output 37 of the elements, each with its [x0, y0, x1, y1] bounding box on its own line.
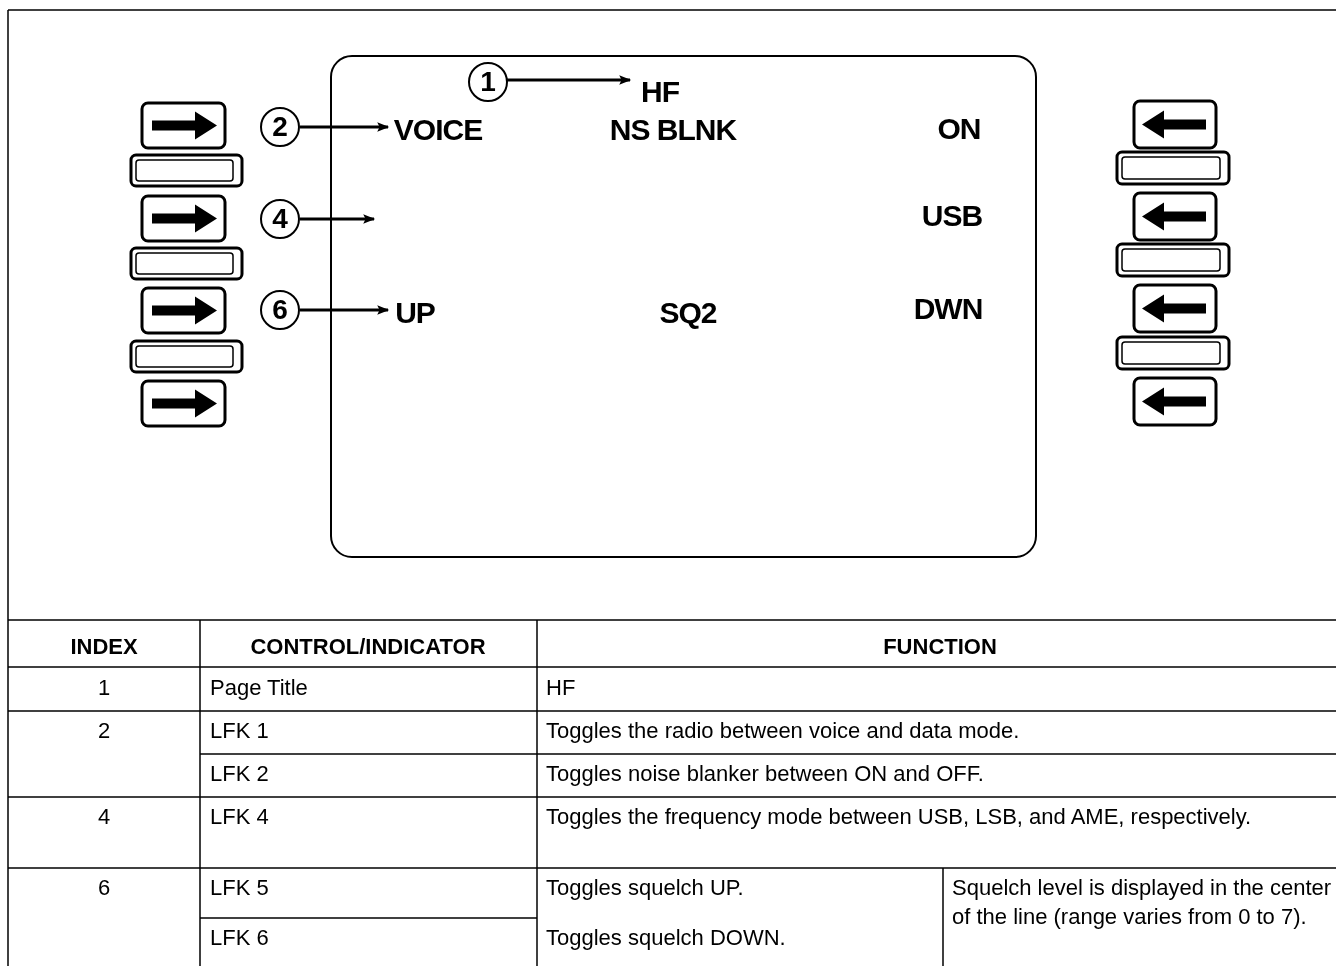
note-text: Squelch level is displayed in the center of the line (range varies from 0 to 7).: [952, 874, 1332, 931]
callout-number: 2: [260, 107, 300, 147]
index-number: 6: [97, 874, 111, 902]
control-name: Page Title: [210, 674, 308, 702]
screen-text: NS BLNK: [608, 112, 738, 148]
leader-arrow: [300, 214, 376, 224]
column-header: CONTROL/INDICATOR: [250, 633, 486, 661]
screen-text: UP: [392, 295, 438, 331]
callout-number: 6: [260, 290, 300, 330]
leader-arrow: [300, 122, 390, 132]
function-text: Toggles the frequency mode between USB, LSB, and AME, respectively.: [546, 803, 1252, 831]
control-name: LFK 1: [210, 717, 269, 745]
index-number: 4: [97, 803, 111, 831]
index-number: 2: [97, 717, 111, 745]
function-text: HF: [546, 674, 576, 702]
screen-text: USB: [920, 198, 984, 234]
screen-text: DWN: [912, 291, 984, 327]
screen-text: HF: [634, 74, 686, 110]
column-header: FUNCTION: [883, 633, 997, 661]
function-text: Toggles noise blanker between ON and OFF.: [546, 760, 984, 788]
callout-number: 4: [260, 199, 300, 239]
function-text: Toggles squelch UP.: [546, 874, 744, 902]
control-name: LFK 4: [210, 803, 269, 831]
screen-text: VOICE: [392, 112, 484, 148]
function-text: Toggles the radio between voice and data mode.: [546, 717, 1020, 745]
control-name: LFK 2: [210, 760, 269, 788]
leader-arrow: [506, 75, 632, 85]
control-name: LFK 6: [210, 924, 269, 952]
screen-text: ON: [934, 111, 984, 147]
index-number: 1: [97, 674, 111, 702]
screen-text: SQ2: [657, 295, 719, 331]
display-screen: [330, 55, 1037, 558]
leader-arrow: [300, 305, 390, 315]
column-header: INDEX: [70, 633, 138, 661]
function-text: Toggles squelch DOWN.: [546, 924, 786, 952]
control-name: LFK 5: [210, 874, 269, 902]
callout-number: 1: [468, 62, 508, 102]
